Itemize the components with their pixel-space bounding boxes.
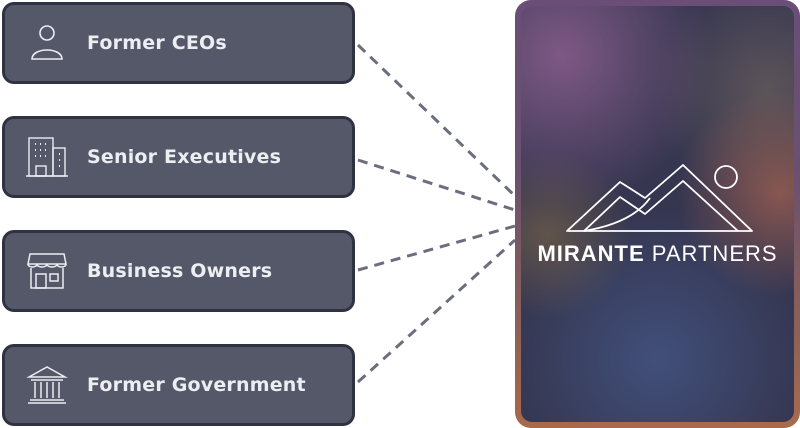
brand-wordmark: MIRANTE PARTNERS [521,241,794,267]
mountains-sun-logo [566,164,753,232]
person-icon [25,21,69,65]
connector-business-owners [357,224,516,272]
source-card-senior-executives: Senior Executives [2,116,355,198]
storefront-icon [25,249,69,293]
source-label: Senior Executives [87,146,282,168]
connector-former-government [356,238,517,384]
government-building-icon [25,363,69,407]
source-label: Former Government [87,374,306,396]
source-label: Business Owners [87,260,273,282]
brand-name-bold: MIRANTE [537,241,645,266]
connector-former-ceos [356,43,517,198]
source-card-former-ceos: Former CEOs [2,2,355,84]
brand-name-light: PARTNERS [651,241,778,266]
source-card-business-owners: Business Owners [2,230,355,312]
brand-panel: MIRANTE PARTNERS [515,0,800,428]
source-card-former-government: Former Government [2,344,355,426]
office-building-icon [25,135,69,179]
connector-senior-executives [357,158,516,212]
source-label: Former CEOs [87,32,227,54]
